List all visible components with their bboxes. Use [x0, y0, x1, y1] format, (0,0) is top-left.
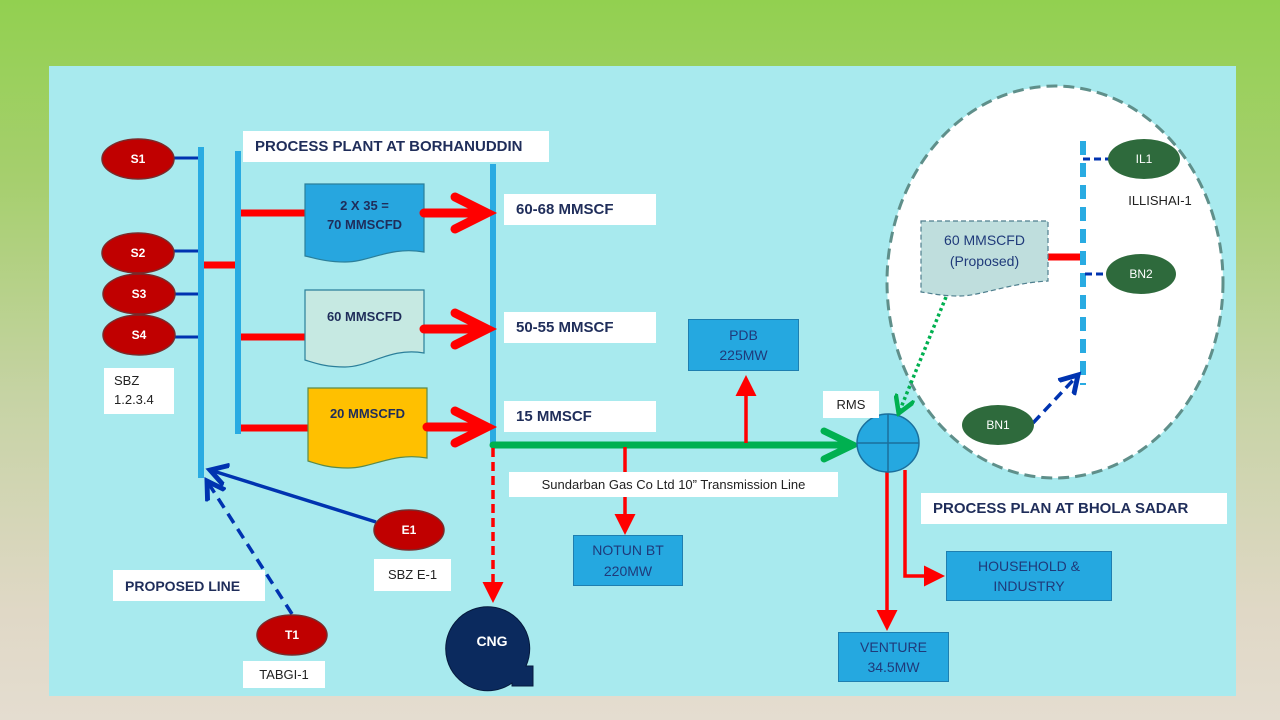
well-s1[interactable]	[101, 138, 175, 180]
illishai-label: ILLISHAI-1	[1128, 192, 1192, 208]
plant-1-output-arrow	[419, 192, 498, 234]
plant-1-line1: 2 X 35 =	[340, 197, 389, 213]
well-bn2-label: BN2	[1129, 267, 1153, 281]
proposed-line-label: PROPOSED LINE	[113, 570, 265, 601]
bhola-proposed-plant-shape	[920, 220, 1049, 297]
bhola-title: PROCESS PLAN AT BHOLA SADAR	[921, 493, 1227, 524]
pdb-box[interactable]: PDB 225MW	[688, 319, 799, 371]
well-s3-label: S3	[131, 287, 147, 301]
bhola-proposed-plant-label: 60 MMSCFD (Proposed)	[921, 228, 1048, 274]
household-line1: HOUSEHOLD &	[978, 557, 1080, 574]
source-bus-bar	[198, 147, 204, 478]
well-bn1-label: BN1	[986, 418, 1010, 432]
venture-line1: VENTURE	[860, 638, 927, 655]
pipe-to-household	[903, 470, 945, 587]
well-s4[interactable]	[102, 314, 176, 356]
well-e1-label: E1	[401, 523, 417, 537]
rms-station[interactable]	[856, 413, 920, 473]
cng-label: CNG	[476, 633, 508, 649]
well-t1[interactable]	[256, 614, 328, 656]
transmission-line	[489, 427, 862, 463]
notun-bt-line1: NOTUN BT	[592, 542, 664, 559]
well-s3[interactable]	[102, 273, 176, 315]
notun-bt-line2: 220MW	[603, 562, 653, 579]
plant-1-output-label: 60-68 MMSCF	[504, 194, 656, 225]
e1-connector	[210, 470, 377, 524]
well-s2-label: S2	[130, 246, 146, 260]
plant-2-output-label: 50-55 MMSCF	[504, 312, 656, 343]
sbz-e1-label: SBZ E-1	[374, 559, 451, 591]
sbz-wells-label-line2: 1.2.3.4	[114, 392, 154, 407]
tabgi-label: TABGI-1	[243, 661, 325, 688]
plant-2-shape	[304, 289, 425, 368]
well-il1[interactable]	[1108, 139, 1180, 179]
well-s2[interactable]	[101, 232, 175, 274]
cng-storage-shape[interactable]	[445, 606, 534, 692]
page-title: PROCESS PLANT AT BORHANUDDIN	[243, 131, 549, 162]
plant-2-label: 60 MMSCFD	[326, 308, 403, 324]
well-s1-label: S1	[130, 152, 146, 166]
bhola-proposed-plant-line2: (Proposed)	[949, 253, 1020, 269]
plant-1-label: 2 X 35 = 70 MMSCFD	[305, 192, 424, 238]
well-e1[interactable]	[373, 509, 445, 551]
bhola-field-boundary	[885, 84, 1225, 480]
plant-inlet-bus-bar	[235, 151, 241, 434]
well-il1-label: IL1	[1135, 152, 1153, 166]
bn1-connector	[1031, 375, 1078, 425]
t1-proposed-connector	[207, 481, 294, 615]
sbz-wells-label: SBZ 1.2.3.4	[104, 368, 174, 414]
plant-3-shape	[307, 387, 428, 469]
well-s4-label: S4	[131, 328, 147, 342]
venture-box[interactable]: VENTURE 34.5MW	[838, 632, 949, 682]
bhola-proposed-plant-line1: 60 MMSCFD	[944, 232, 1025, 248]
pdb-line1: PDB	[729, 326, 758, 343]
plant-outlet-bus-bar	[490, 164, 496, 447]
proposed-plant-to-rms	[900, 296, 948, 410]
well-bn2[interactable]	[1106, 254, 1176, 294]
sbz-wells-label-line1: SBZ	[114, 373, 140, 389]
plant-2-output-arrow	[419, 308, 498, 350]
venture-line2: 34.5MW	[867, 659, 920, 675]
well-t1-label: T1	[284, 628, 299, 642]
plant-3-label: 20 MMSCFD	[329, 405, 406, 421]
pdb-line2: 225MW	[719, 347, 768, 363]
plant-1-shape	[304, 183, 425, 263]
rms-label: RMS	[823, 391, 879, 418]
plant-3-output-label: 15 MMSCF	[504, 401, 656, 432]
household-industry-box[interactable]: HOUSEHOLD & INDUSTRY	[946, 551, 1112, 601]
plant-3-output-arrow	[422, 406, 498, 448]
household-line2: INDUSTRY	[993, 578, 1065, 594]
well-bn1[interactable]	[962, 405, 1034, 445]
transmission-line-label: Sundarban Gas Co Ltd 10” Transmission Li…	[509, 472, 838, 497]
plant-1-line2: 70 MMSCFD	[326, 217, 403, 232]
notun-bt-box[interactable]: NOTUN BT 220MW	[573, 535, 683, 586]
